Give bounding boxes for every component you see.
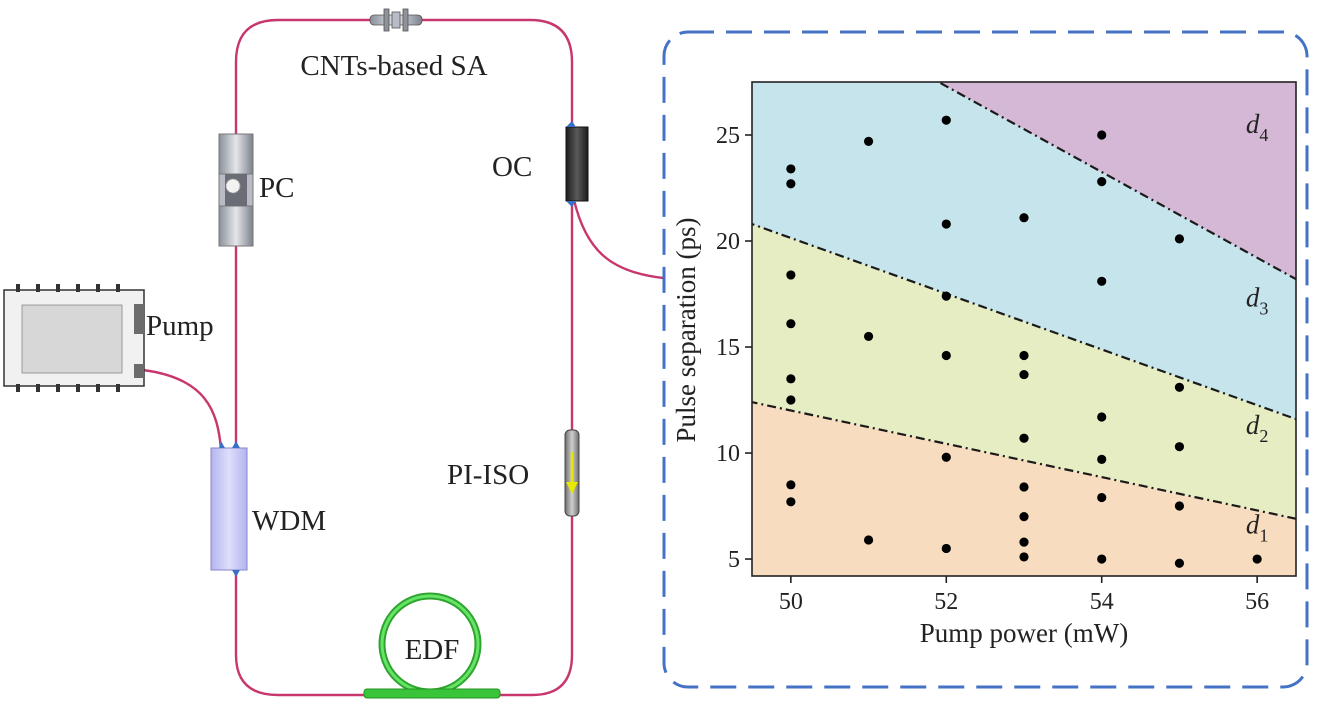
wdm-label: WDM [252,505,326,537]
data-point [786,319,796,329]
edf-label: EDF [405,634,460,666]
data-point [786,179,796,189]
region-label-d3: d3 [1246,283,1269,319]
pulse-separation-chart: d1 d2 d3 d4 50 52 54 56 5 10 15 20 25 Pump power (m… [671,81,1297,648]
data-point [863,136,874,146]
sa-label: CNTs-based SA [300,50,487,82]
oc-label: OC [492,151,532,183]
y-tick-label: 10 [716,441,740,467]
region-label-d4: d4 [1246,109,1269,145]
fiber-ring [142,18,664,697]
data-point [1019,350,1029,361]
y-tick-label: 5 [728,547,740,573]
output-coupler-icon [565,121,589,207]
x-axis-label: Pump power (mW) [920,618,1128,648]
axis-layer: 50 52 54 56 5 10 15 20 25 [716,123,1269,615]
pump-label: Pump [146,310,214,342]
data-point [863,331,874,342]
y-tick-label: 25 [716,123,740,149]
fiber-ring-path [234,18,574,697]
data-point [786,480,796,490]
data-point [1097,276,1107,286]
x-tick-label: 50 [779,589,803,615]
data-point [1174,382,1185,392]
region-label-layer: d1 d2 d3 d4 [1246,109,1269,546]
data-point [1097,454,1107,464]
x-tick-label: 54 [1090,589,1114,615]
data-point [786,374,796,384]
boundary-line-1 [752,401,1296,520]
region-layer [752,82,1296,576]
boundary-line-3 [936,82,1296,281]
y-tick-label: 15 [716,335,740,361]
data-point [941,350,951,361]
data-point [941,452,951,462]
data-point [1097,492,1107,503]
isolator-icon [564,429,580,517]
data-point [941,291,951,301]
chart-frame [662,30,1309,689]
wdm-coupler-icon [210,441,248,577]
data-point [1097,554,1107,564]
x-tick-label: 56 [1245,589,1269,615]
saturable-absorber-connector-icon [369,8,423,32]
data-point [1019,512,1029,522]
polarization-controller-icon [218,133,254,247]
pump-fiber [142,368,223,451]
data-point [941,543,951,554]
pc-label: PC [259,172,294,204]
data-point [1019,482,1029,492]
region-label-d1: d1 [1246,510,1269,546]
data-point [1019,369,1029,380]
data-point [786,497,796,507]
points-layer [786,115,1262,568]
data-point [786,395,796,405]
iso-label: PI-ISO [447,459,529,491]
y-tick-label: 20 [716,229,740,255]
data-point [1097,130,1107,140]
data-point [1174,234,1185,244]
data-point [1252,554,1262,564]
data-point [1174,442,1185,452]
data-point [1019,433,1029,443]
data-point [1019,213,1029,223]
data-point [941,219,951,229]
data-point [1097,412,1107,422]
region-label-d2: d2 [1246,410,1269,446]
output-fiber [572,199,664,280]
data-point [941,115,951,125]
region-d3 [752,82,1296,420]
data-point [1019,537,1029,547]
data-point [1174,558,1185,568]
data-point [786,270,796,280]
data-point [1174,501,1185,511]
boundary-layer [752,82,1296,520]
x-tick-label: 52 [934,589,958,615]
plot-area [751,81,1297,577]
data-point [863,535,874,545]
y-axis-label: Pulse separation (ps) [671,218,701,443]
data-point [786,164,796,174]
data-point [1097,177,1107,187]
fiber-coil-icon [363,592,501,699]
data-point [1019,552,1029,562]
pump-laser-icon [3,284,145,392]
